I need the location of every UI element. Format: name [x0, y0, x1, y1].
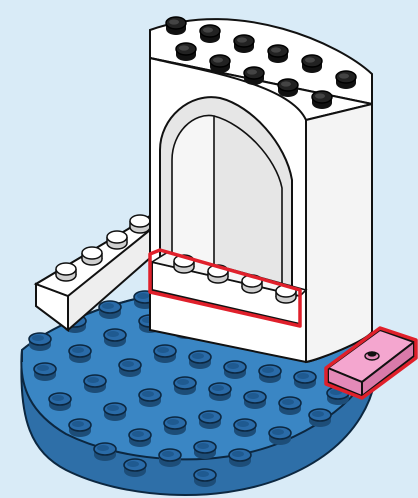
lego-build-scene [0, 0, 418, 498]
instruction-step-illustration [0, 0, 418, 498]
